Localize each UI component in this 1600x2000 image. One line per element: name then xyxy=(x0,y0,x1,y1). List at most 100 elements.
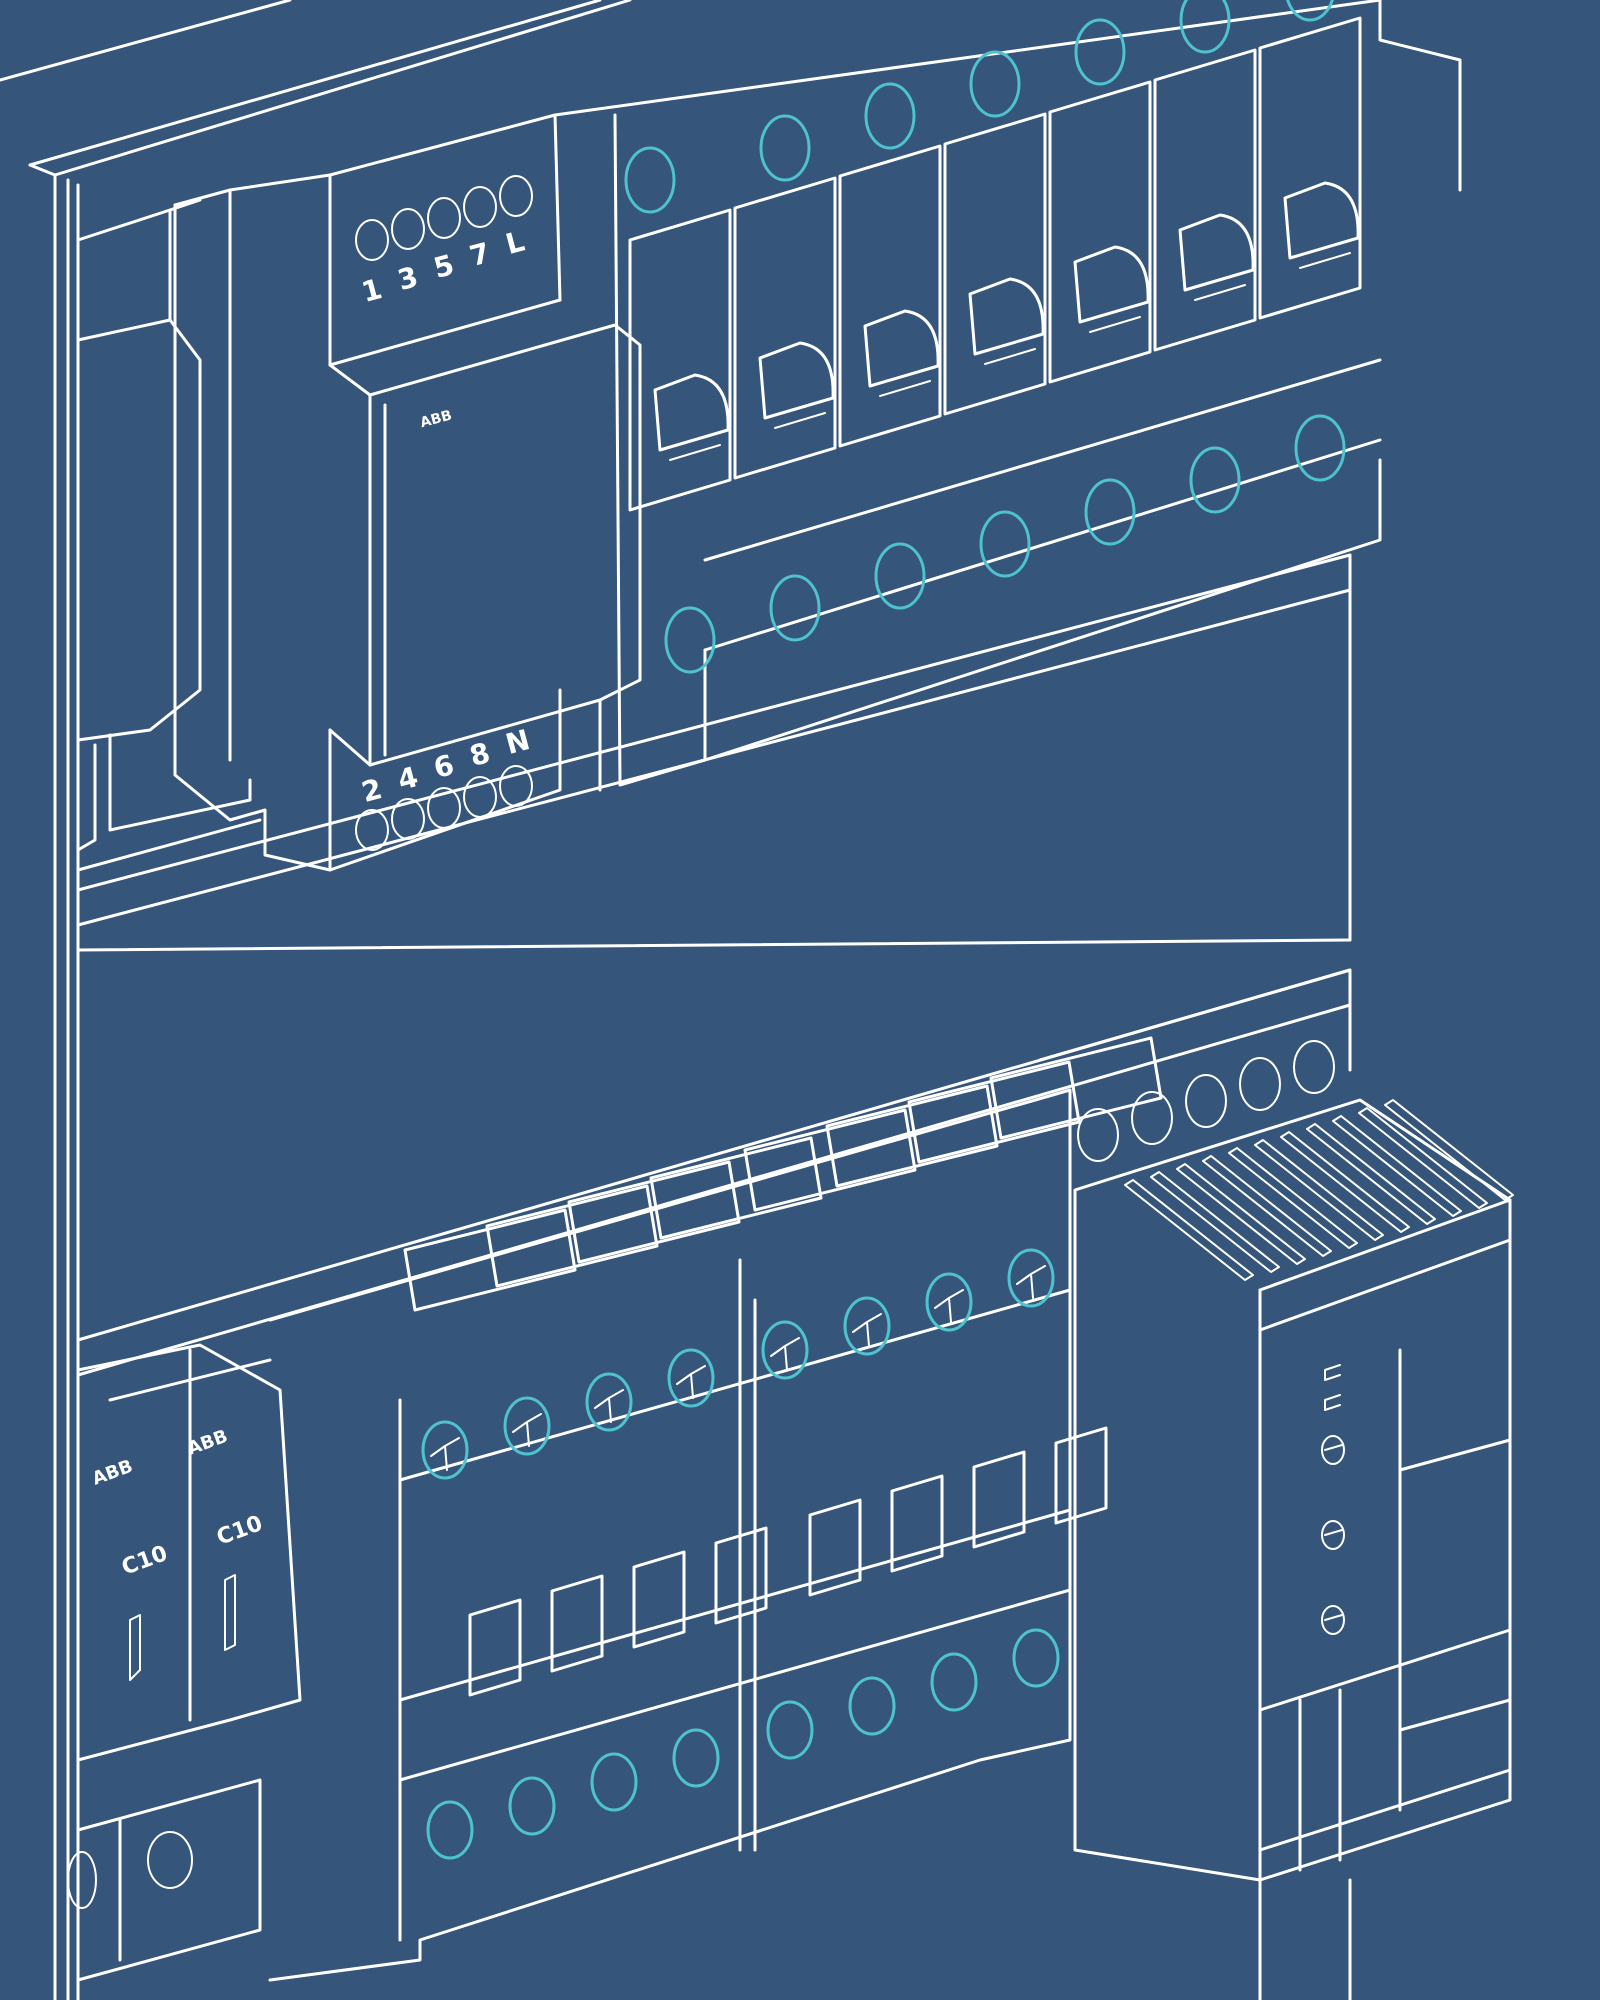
top-terminal-screw xyxy=(624,146,676,214)
soft-starter xyxy=(1038,968,1514,2000)
modular-relay: 1 3 5 7 L 2 4 6 8 N ABB xyxy=(173,113,642,872)
vent-slot xyxy=(1150,1171,1280,1273)
enclosure-frame xyxy=(0,0,632,2000)
relay-terminal-1: 1 xyxy=(358,272,385,309)
contactor-top-screw xyxy=(503,1396,551,1456)
top-terminal-screw xyxy=(1074,18,1126,86)
contactor-top-screw xyxy=(761,1320,809,1380)
vent-slot xyxy=(1280,1131,1410,1233)
contactor-pole-block xyxy=(1054,1426,1108,1525)
breaker-pole xyxy=(624,146,732,674)
contactor-pole-block xyxy=(468,1598,522,1697)
contactor-pole-block xyxy=(890,1474,944,1573)
contactor-bottom-screw xyxy=(590,1752,638,1812)
contactor-top-ridge xyxy=(649,1136,823,1240)
contactor-bottom-screw xyxy=(672,1728,720,1788)
breaker-rating-a: C10 xyxy=(119,1541,171,1580)
contactor-top-ridge xyxy=(743,1108,917,1212)
breaker-toggle xyxy=(758,341,835,420)
contactor-top-screw xyxy=(585,1372,633,1432)
screw-cross xyxy=(512,1413,542,1447)
left-edge-device-top xyxy=(76,198,262,872)
breaker-body xyxy=(943,112,1047,416)
toggle-slot xyxy=(1089,316,1141,333)
contactor-top-screw xyxy=(843,1296,891,1356)
contactor-top-screw xyxy=(925,1272,973,1332)
breaker-toggle xyxy=(863,309,940,388)
breaker-body xyxy=(1048,80,1152,384)
breaker-toggle xyxy=(1073,245,1150,324)
top-terminal-screw xyxy=(969,50,1021,118)
breaker-pole xyxy=(1048,18,1152,546)
screw-cross xyxy=(594,1389,624,1423)
screw-cross xyxy=(676,1365,706,1399)
relay-terminal-6: 6 xyxy=(430,748,457,785)
contactor-pole-block xyxy=(714,1526,768,1625)
relay-terminal-N: N xyxy=(502,723,533,761)
bottom-terminal-screw xyxy=(1084,478,1136,546)
contactor-pole-block xyxy=(632,1550,686,1649)
screw-cross xyxy=(430,1437,460,1471)
vent-slot xyxy=(1254,1139,1384,1241)
top-terminal-screw xyxy=(1286,0,1334,22)
toggle-slot xyxy=(669,444,721,461)
relay-terminal-7: 7 xyxy=(466,236,493,273)
breaker-toggle xyxy=(1178,213,1255,292)
breaker-body xyxy=(733,176,837,480)
vent-slot xyxy=(1228,1147,1358,1249)
small-breakers-left: ABB ABB C10 C10 xyxy=(67,1343,302,1982)
relay-terminal-L: L xyxy=(502,224,528,261)
relay-terminal-4: 4 xyxy=(394,760,421,797)
breaker-body xyxy=(838,144,942,448)
vent-slot xyxy=(1332,1115,1462,1217)
contactor-pair xyxy=(268,1036,1163,1982)
toggle-slot xyxy=(1299,252,1351,269)
screw-cross xyxy=(1016,1265,1046,1299)
bottom-terminal-screw xyxy=(874,542,926,610)
breaker-body xyxy=(1258,16,1362,320)
contactor-bottom-screw xyxy=(426,1800,474,1860)
vent-slot xyxy=(1202,1155,1332,1257)
breaker-brand-a: ABB xyxy=(90,1456,136,1490)
contactor-pole-block xyxy=(808,1498,862,1597)
relay-terminal-2: 2 xyxy=(358,772,385,809)
breaker-rating-b: C10 xyxy=(214,1511,266,1550)
vent-slot xyxy=(1306,1123,1436,1225)
contactor-bottom-screw xyxy=(848,1676,896,1736)
contactor-top-screw xyxy=(421,1420,469,1480)
contactor-bottom-screw xyxy=(930,1652,978,1712)
contactor-top-ridge xyxy=(907,1060,1081,1164)
bottom-terminal-screw xyxy=(769,574,821,642)
vent-slot xyxy=(1358,1107,1488,1209)
contactor-top-screw xyxy=(1007,1248,1055,1308)
top-terminal-screw xyxy=(759,114,811,182)
toggle-slot xyxy=(774,412,826,429)
contactor-bottom-screw xyxy=(1012,1628,1060,1688)
contactor-top-ridge xyxy=(989,1036,1163,1140)
soft-starter-vent-slots xyxy=(1124,1099,1514,1281)
relay-terminal-5: 5 xyxy=(430,248,457,285)
breaker-body xyxy=(628,208,732,512)
relay-terminal-3: 3 xyxy=(394,260,421,297)
breaker-pole xyxy=(1258,0,1362,482)
breaker-body xyxy=(1153,48,1257,352)
relay-top-terminals: 1 3 5 7 L xyxy=(355,175,533,309)
breaker-pole xyxy=(838,82,942,610)
contactor-top-ridge xyxy=(825,1084,999,1188)
contactor-top-ridge xyxy=(403,1208,577,1312)
bottom-terminal-screw xyxy=(664,606,716,674)
bottom-terminal-screw xyxy=(1189,446,1241,514)
toggle-slot xyxy=(879,380,931,397)
contactor-top-screw xyxy=(667,1348,715,1408)
upper-din-rail xyxy=(76,553,1352,952)
breaker-toggle xyxy=(653,373,730,452)
breaker-toggle xyxy=(968,277,1045,356)
top-terminal-screw xyxy=(1179,0,1231,54)
contactor-top-ridge xyxy=(485,1184,659,1288)
screw-cross xyxy=(934,1289,964,1323)
toggle-slot xyxy=(984,348,1036,365)
contactor-top-ridge xyxy=(567,1160,741,1264)
relay-brand-logo: ABB xyxy=(419,407,454,431)
bottom-terminal-screw xyxy=(1294,414,1346,482)
screw-cross xyxy=(852,1313,882,1347)
